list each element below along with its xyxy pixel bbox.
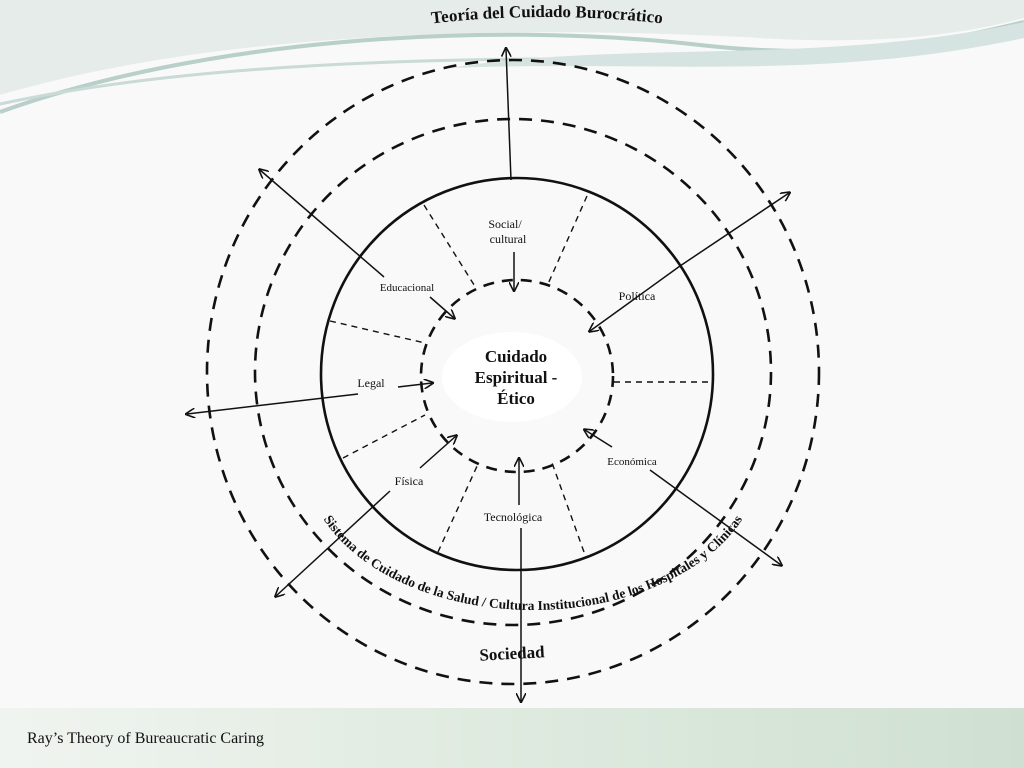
arrow-fisica-inward (419, 436, 456, 469)
label-legal: Legal (357, 376, 385, 390)
arrow-educacional-inward (429, 296, 454, 318)
label-social-1: Social/ (488, 217, 522, 231)
center-line-1: Cuidado (485, 347, 547, 366)
footer-caption: Ray’s Theory of Bureaucratic Caring (27, 730, 264, 747)
arrows (187, 49, 789, 701)
label-tecnologica: Tecnológica (484, 510, 543, 524)
solid-circle (319, 176, 715, 572)
arrow-legal-outward (187, 393, 359, 414)
label-social-2: cultural (490, 232, 527, 246)
label-educacional: Educacional (380, 282, 434, 294)
center-highlight (442, 332, 582, 422)
society-label: Sociedad (479, 642, 546, 664)
arrow-politica-outward (679, 193, 789, 267)
outer-title: Teoría del Cuidado Burocrático (430, 2, 664, 27)
arrow-politica-inward (590, 265, 681, 331)
decorative-waves (0, 0, 1024, 114)
arrow-economica-inward (585, 430, 613, 448)
arrow-economica-outward (649, 469, 781, 565)
diagram: Cuidado Espiritual - Ético Social/ cultu… (0, 2, 821, 708)
outer-dashed-circle (205, 58, 821, 686)
footer: Ray’s Theory of Bureaucratic Caring (0, 708, 1024, 768)
arrow-legal-inward (397, 383, 432, 387)
label-politica: Política (619, 289, 656, 303)
center-line-3: Ético (497, 389, 535, 408)
center-line-2: Espiritual - (475, 368, 558, 387)
arc-label: Sistema de Cuidado de la Salud / Cultura… (321, 512, 745, 613)
label-economica: Económica (607, 456, 657, 468)
arrow-fisica-outward (276, 490, 391, 596)
arrow-social-outward (506, 49, 512, 181)
radial-separators (329, 195, 713, 553)
inner-dashed-circle (419, 278, 615, 474)
label-fisica: Física (395, 474, 424, 488)
middle-dashed-circle (253, 117, 773, 627)
arrow-educacional-outward (260, 170, 385, 278)
